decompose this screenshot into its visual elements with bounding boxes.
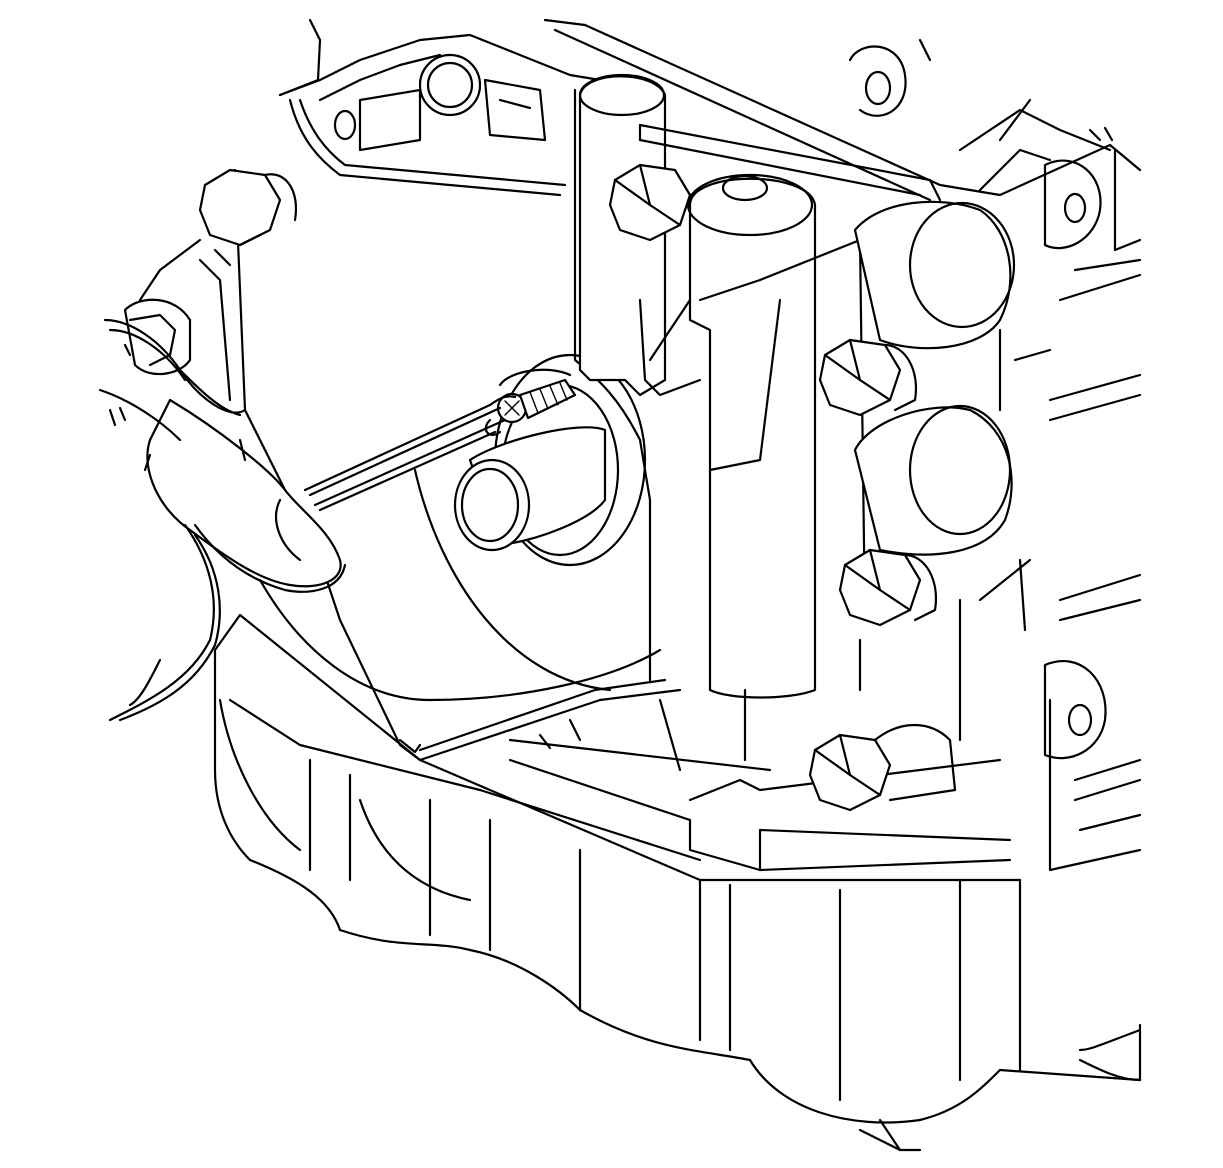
oil-pump-housing — [578, 73, 1052, 772]
technician-hand — [98, 18, 347, 722]
bolt-upper-left — [198, 168, 298, 247]
engine-block — [543, 18, 1142, 872]
bolt-left — [123, 298, 192, 376]
bolt-pan-flange — [808, 723, 957, 812]
bolt-right-lower — [838, 548, 938, 627]
retaining-screw — [496, 368, 577, 424]
pry-tool — [303, 395, 517, 512]
bolt-right-upper — [818, 338, 918, 417]
oil-pan — [213, 613, 1142, 1152]
bolt-center — [608, 163, 692, 242]
mounting-bolts — [123, 163, 957, 812]
